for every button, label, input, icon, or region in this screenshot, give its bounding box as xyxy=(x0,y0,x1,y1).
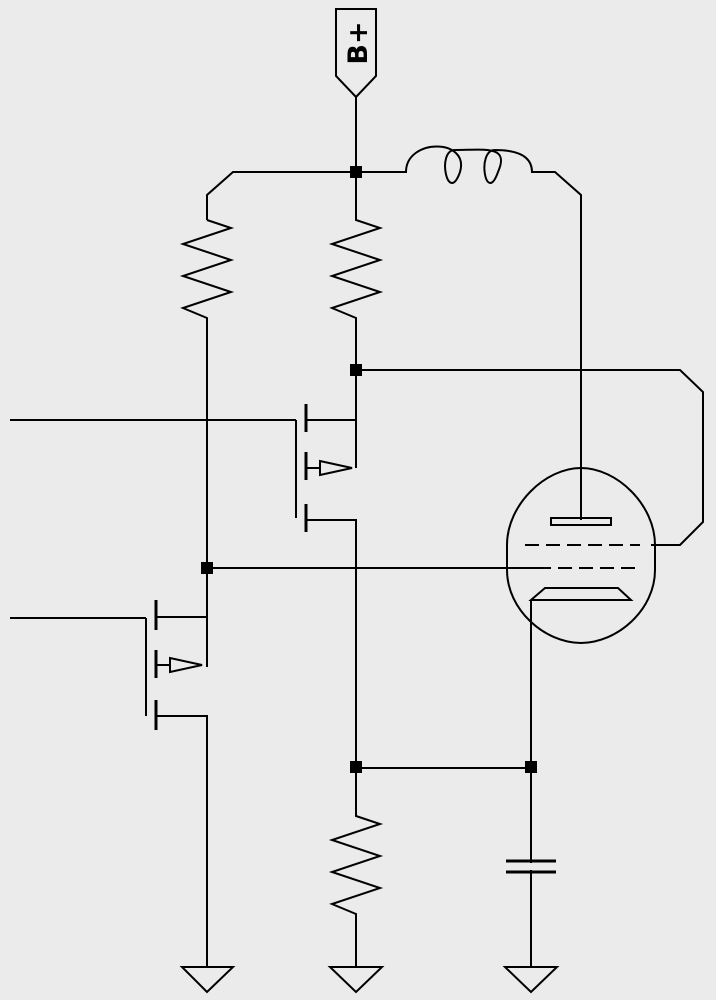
capacitor xyxy=(506,859,556,874)
b-plus-supply-terminal: B+ xyxy=(335,8,377,172)
ground-left xyxy=(179,966,236,994)
resistor-left xyxy=(179,219,235,568)
junction-grid xyxy=(201,562,213,574)
pentode-tube xyxy=(506,466,656,968)
supply-label: B+ xyxy=(343,21,374,64)
junction-source xyxy=(350,761,362,773)
junction-screen xyxy=(350,364,362,376)
resistor-bottom xyxy=(328,768,384,968)
mosfet-lower xyxy=(10,568,208,968)
ground-right xyxy=(502,966,560,994)
junction-cathode xyxy=(525,761,537,773)
screen-grid-wire xyxy=(356,369,704,546)
mosfet-upper xyxy=(10,370,357,768)
inductor xyxy=(356,145,582,520)
resistor-middle xyxy=(328,172,384,370)
top-rail-wire xyxy=(206,171,406,220)
ground-middle xyxy=(327,966,385,994)
junction-top xyxy=(350,166,362,178)
